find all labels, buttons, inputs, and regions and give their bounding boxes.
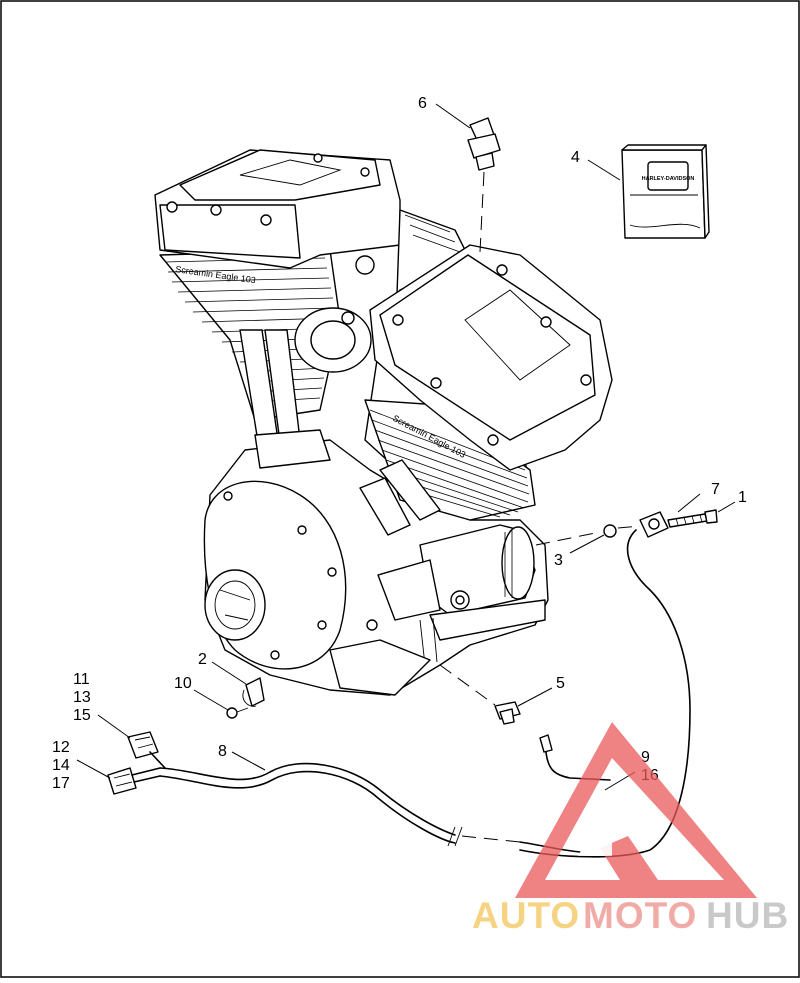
callout-3: 3 xyxy=(554,552,563,569)
callout-9: 9 xyxy=(641,749,650,766)
callout-6: 6 xyxy=(418,95,427,112)
callout-14: 14 xyxy=(52,757,70,774)
callout-10: 10 xyxy=(174,675,192,692)
engine-illustration: Screamin Eagle 103 xyxy=(154,149,613,696)
rear-rocker-box xyxy=(154,149,401,269)
callout-numbers: 6 4 7 1 3 5 2 10 8 11 13 15 12 14 17 9 1… xyxy=(52,95,747,792)
callout-2: 2 xyxy=(198,651,207,668)
watermark-hub: HUB xyxy=(706,895,789,936)
callout-17: 17 xyxy=(52,775,70,792)
part-5-switch xyxy=(439,664,611,781)
callout-13: 13 xyxy=(73,689,91,706)
part-7-sensor xyxy=(617,509,718,538)
callout-8: 8 xyxy=(218,743,227,760)
part-6-sender xyxy=(467,117,501,253)
callout-5: 5 xyxy=(556,675,565,692)
callout-4: 4 xyxy=(571,149,580,166)
connector-17 xyxy=(107,767,161,795)
callout-11: 11 xyxy=(73,671,90,688)
part-8-harness xyxy=(159,762,581,853)
callout-15: 15 xyxy=(73,707,91,724)
part-4-kit-box: HARLEY-DAVIDSON xyxy=(621,144,710,239)
callout-1: 1 xyxy=(738,489,747,506)
part-1-bolt xyxy=(704,509,718,524)
starter-motor xyxy=(377,524,546,666)
callout-7: 7 xyxy=(711,481,720,498)
front-rocker-box xyxy=(369,244,613,471)
leader-lines xyxy=(76,103,736,791)
watermark-triangle-logo xyxy=(515,722,757,898)
kit-box-logo: HARLEY-DAVIDSON xyxy=(642,176,695,182)
callout-12: 12 xyxy=(52,739,70,756)
part-10-screw xyxy=(226,707,249,719)
watermark-moto: MOTO xyxy=(583,895,697,936)
watermark-auto: AUTO xyxy=(472,895,580,936)
part-2-clip xyxy=(242,677,265,707)
connector-15 xyxy=(127,731,166,769)
part-3-o-ring xyxy=(603,524,617,538)
watermark: AUTO MOTO HUB xyxy=(472,722,789,936)
